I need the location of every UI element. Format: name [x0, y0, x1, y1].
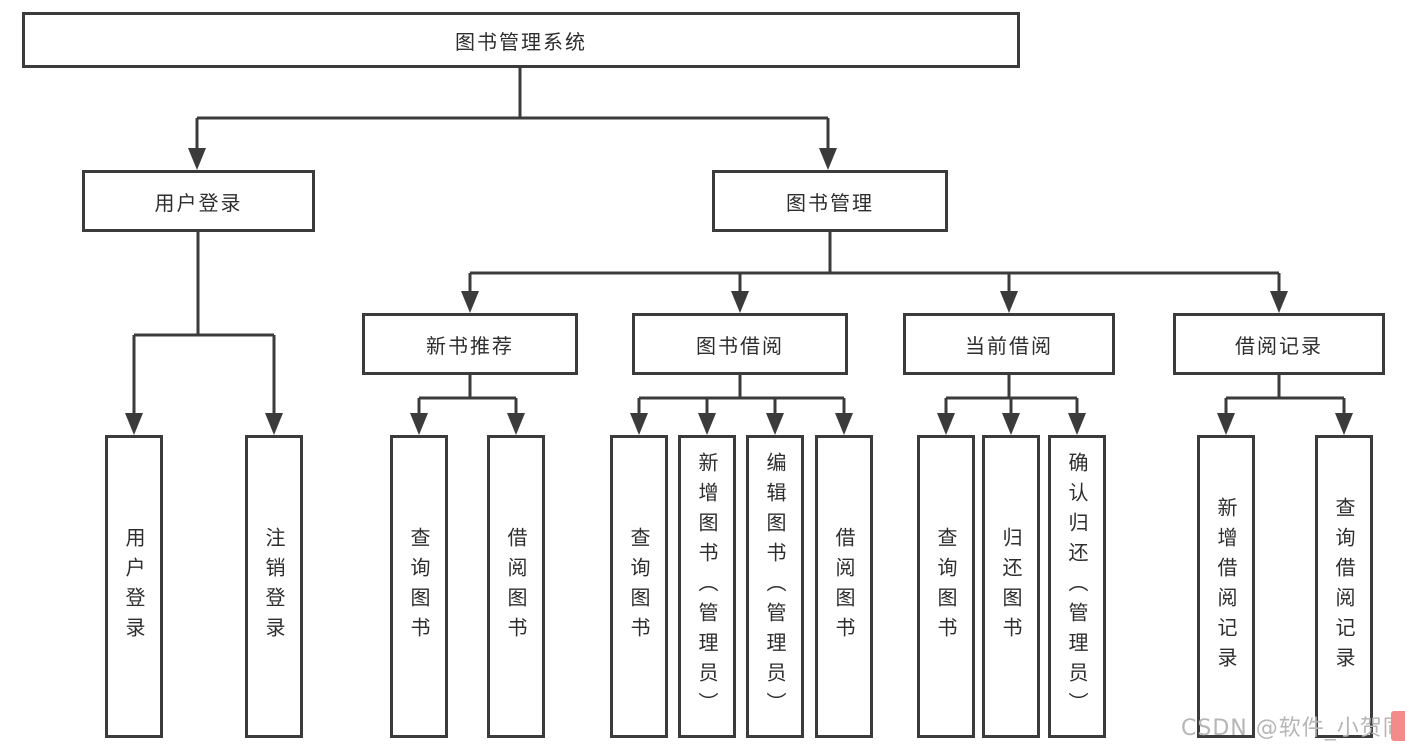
leaf-current-query-books: 查询图书 — [917, 435, 975, 738]
node-new-book-recommend-label: 新书推荐 — [426, 333, 514, 358]
node-current-borrowing: 当前借阅 — [903, 313, 1115, 375]
leaf-return-books: 归还图书 — [982, 435, 1040, 738]
leaf-borrowing-borrow-books: 借阅图书 — [815, 435, 873, 738]
leaf-borrowing-borrow-books-label: 借阅图书 — [832, 526, 856, 647]
leaf-add-borrow-record: 新增借阅记录 — [1197, 435, 1255, 738]
node-current-borrowing-label: 当前借阅 — [965, 333, 1053, 358]
leaf-user-login: 用户登录 — [105, 435, 163, 738]
node-book-management: 图书管理 — [712, 170, 948, 232]
leaf-borrowing-query-books-label: 查询图书 — [627, 526, 651, 647]
leaf-logout: 注销登录 — [245, 435, 303, 738]
node-user-login: 用户登录 — [82, 170, 315, 232]
node-book-management-label: 图书管理 — [786, 190, 874, 215]
leaf-edit-books-admin: 编辑图书（管理员） — [746, 435, 804, 738]
leaf-confirm-return-admin: 确认归还（管理员） — [1048, 435, 1106, 738]
leaf-borrowing-query-books: 查询图书 — [610, 435, 668, 738]
node-book-borrowing-label: 图书借阅 — [696, 333, 784, 358]
leaf-recommend-query-books: 查询图书 — [390, 435, 448, 738]
leaf-return-books-label: 归还图书 — [999, 526, 1023, 647]
node-library-system: 图书管理系统 — [22, 12, 1020, 68]
leaf-edit-books-admin-label: 编辑图书（管理员） — [763, 451, 787, 722]
leaf-query-borrow-record: 查询借阅记录 — [1315, 435, 1373, 738]
leaf-user-login-label: 用户登录 — [122, 526, 146, 647]
node-book-borrowing: 图书借阅 — [632, 313, 848, 375]
node-new-book-recommend: 新书推荐 — [362, 313, 578, 375]
csdn-watermark: CSDN @软件_小贺同学 — [1181, 716, 1405, 741]
leaf-recommend-borrow-books: 借阅图书 — [487, 435, 545, 738]
leaf-add-borrow-record-label: 新增借阅记录 — [1214, 496, 1238, 677]
node-borrowing-records: 借阅记录 — [1173, 313, 1385, 375]
csdn-logo-icon — [1391, 711, 1405, 741]
leaf-query-borrow-record-label: 查询借阅记录 — [1332, 496, 1356, 677]
leaf-recommend-borrow-books-label: 借阅图书 — [504, 526, 528, 647]
leaf-recommend-query-books-label: 查询图书 — [407, 526, 431, 647]
leaf-current-query-books-label: 查询图书 — [934, 526, 958, 647]
leaf-add-books-admin: 新增图书（管理员） — [678, 435, 736, 738]
leaf-add-books-admin-label: 新增图书（管理员） — [695, 451, 719, 722]
leaf-logout-label: 注销登录 — [262, 526, 286, 647]
node-borrowing-records-label: 借阅记录 — [1235, 333, 1323, 358]
leaf-confirm-return-admin-label: 确认归还（管理员） — [1065, 451, 1089, 722]
node-user-login-label: 用户登录 — [154, 190, 243, 215]
node-library-system-label: 图书管理系统 — [455, 29, 587, 54]
